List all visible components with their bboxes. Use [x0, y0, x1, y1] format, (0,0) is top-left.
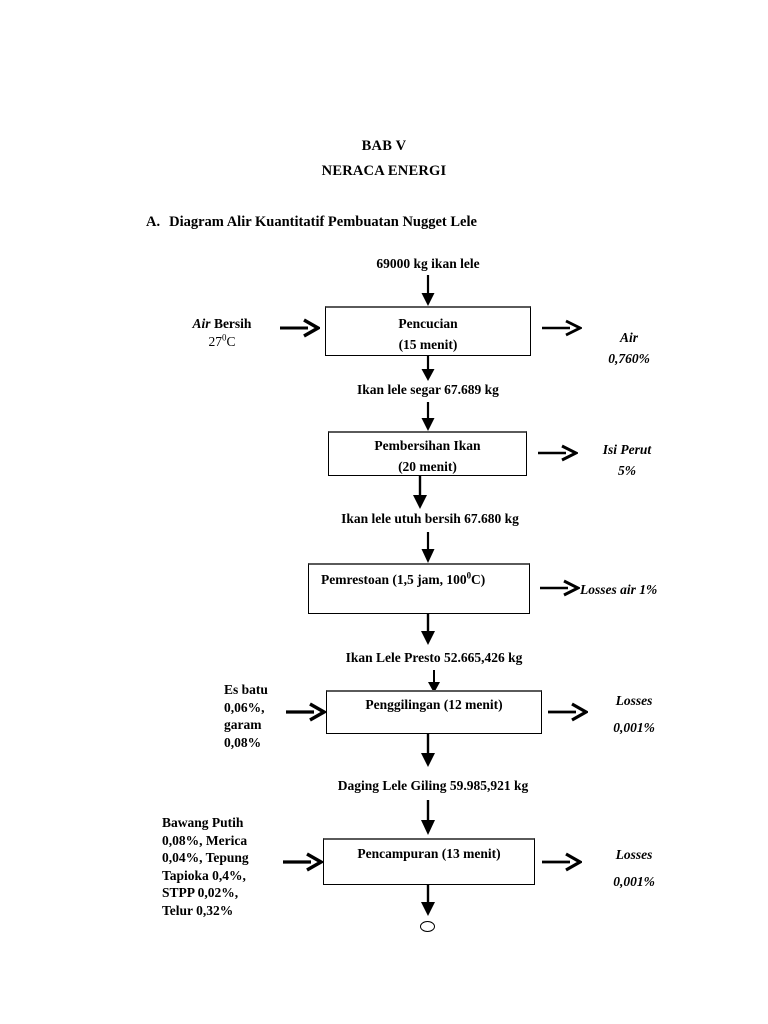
- temp-degree-superscript: 0: [222, 332, 227, 343]
- pembersihan-line1: Pembersihan Ikan: [374, 438, 481, 453]
- output-isi-perut-line2: 5%: [618, 462, 636, 478]
- process-box-pemrestoan: Pemrestoan (1,5 jam, 1000C): [308, 563, 530, 614]
- circle-connector-icon: [420, 921, 435, 932]
- stream-label-4: Daging Lele Giling 59.985,921 kg: [337, 778, 529, 793]
- process-box-penggilingan: Penggilingan (12 menit): [326, 690, 542, 734]
- output-label-air-loss: Air 0,760%: [586, 328, 672, 370]
- output-label-losses-pencampuran: Losses 0,001%: [588, 841, 680, 895]
- pemrestoan-degree-superscript: 0: [466, 570, 472, 581]
- arrow-pemrestoan-to-stream3: [421, 614, 435, 645]
- input-air-bersih-rest: Bersih: [210, 316, 252, 331]
- output-label-losses-penggilingan: Losses 0,001%: [588, 687, 680, 741]
- input-bumbu-line-5: STPP 0,02%,: [162, 885, 239, 901]
- stream-label-1: Ikan lele segar 67.689 kg: [357, 382, 499, 397]
- output-label-isi-perut: Isi Perut 5%: [580, 440, 674, 482]
- chapter-title: NERACA ENERGI: [321, 163, 447, 179]
- arrow-pencucian-to-stream1: [421, 356, 435, 381]
- input-label-es-batu: Es batu 0,06%, garam 0,08%: [224, 681, 316, 751]
- output-air-line1: Air: [619, 330, 638, 345]
- pembersihan-line2: (20 menit): [398, 458, 457, 474]
- arrow-stream1-to-pembersihan: [421, 402, 435, 431]
- stream-label-3: Ikan Lele Presto 52.665,426 kg: [345, 650, 523, 665]
- arrow-pembersihan-to-stream2: [413, 476, 427, 509]
- input-bumbu-line-2: 0,08%, Merica: [162, 832, 248, 848]
- arrow-stream3-to-penggilingan: [428, 670, 440, 693]
- input-air-bersih-em: Air: [192, 316, 211, 331]
- pencucian-line1: Pencucian: [398, 316, 458, 331]
- input-es-batu-line-1: Es batu: [224, 682, 268, 697]
- pencampuran-line1: Pencampuran (13 menit): [357, 846, 501, 861]
- arrow-pencampuran-to-connector: [421, 885, 435, 916]
- feed-stream-label: 69000 kg ikan lele: [376, 256, 480, 271]
- temp-value: 27: [208, 333, 223, 349]
- input-air-bersih-temp: 270C: [170, 333, 274, 351]
- section-heading: A. Diagram Alir Kuantitatif Pembuatan Nug…: [146, 214, 477, 231]
- arrow-input-penggilingan: [286, 702, 326, 722]
- arrow-output-pemrestoan: [540, 579, 580, 597]
- output-losses-air-line1: Losses air 1%: [580, 582, 658, 597]
- temp-unit: C: [226, 333, 236, 349]
- section-title: Diagram Alir Kuantitatif Pembuatan Nugge…: [169, 214, 477, 230]
- penggilingan-line1: Penggilingan (12 menit): [365, 697, 503, 712]
- arrow-output-penggilingan: [548, 702, 588, 722]
- input-es-batu-line-4: 0,08%: [224, 734, 262, 750]
- arrow-input-pencucian: [280, 318, 320, 338]
- pemrestoan-line1: Pemrestoan (1,5 jam, 1000C): [321, 570, 529, 591]
- input-bumbu-line-1: Bawang Putih: [162, 815, 244, 830]
- input-bumbu-line-3: 0,04%, Tepung: [162, 850, 249, 866]
- output-losses-penggilingan-line2: 0,001%: [613, 720, 655, 735]
- arrow-stream4-to-pencampuran: [421, 800, 435, 835]
- pencucian-line2: (15 menit): [398, 336, 458, 352]
- input-es-batu-line-2: 0,06%,: [224, 699, 265, 715]
- process-box-pembersihan-ikan: Pembersihan Ikan (20 menit): [328, 431, 527, 476]
- arrow-output-pencampuran: [542, 852, 582, 872]
- arrow-feed-to-pencucian: [421, 275, 435, 306]
- pemrestoan-text-post: C): [471, 572, 486, 587]
- output-isi-perut-line1: Isi Perut: [602, 442, 652, 457]
- stream-label-2: Ikan lele utuh bersih 67.680 kg: [341, 511, 519, 526]
- output-losses-pencampuran-line2: 0,001%: [613, 874, 655, 889]
- process-box-pencucian: Pencucian (15 menit): [325, 306, 531, 356]
- input-es-batu-line-3: garam: [224, 717, 262, 733]
- output-losses-pencampuran-line1: Losses: [615, 847, 653, 862]
- input-bumbu-line-6: Telur 0,32%: [162, 902, 234, 918]
- arrow-penggilingan-to-stream4: [421, 734, 435, 767]
- input-label-bumbu: Bawang Putih 0,08%, Merica 0,04%, Tepung…: [162, 814, 292, 919]
- arrow-input-pencampuran: [283, 852, 323, 872]
- pemrestoan-text-pre: Pemrestoan (1,5 jam, 100: [321, 572, 467, 587]
- process-box-pencampuran: Pencampuran (13 menit): [323, 838, 535, 885]
- arrow-output-pencucian: [542, 319, 582, 337]
- output-label-losses-air: Losses air 1%: [580, 582, 720, 599]
- input-air-bersih-line1: Air Bersih: [170, 315, 274, 333]
- arrow-stream2-to-pemrestoan: [421, 532, 435, 563]
- input-label-air-bersih: Air Bersih 270C: [170, 315, 274, 350]
- input-bumbu-line-4: Tapioka 0,4%,: [162, 867, 246, 883]
- output-air-line2: 0,760%: [608, 350, 650, 366]
- output-losses-penggilingan-line1: Losses: [615, 693, 653, 708]
- section-letter: A.: [146, 214, 161, 230]
- chapter-heading: BAB V: [361, 138, 407, 154]
- arrow-output-pembersihan: [538, 444, 578, 462]
